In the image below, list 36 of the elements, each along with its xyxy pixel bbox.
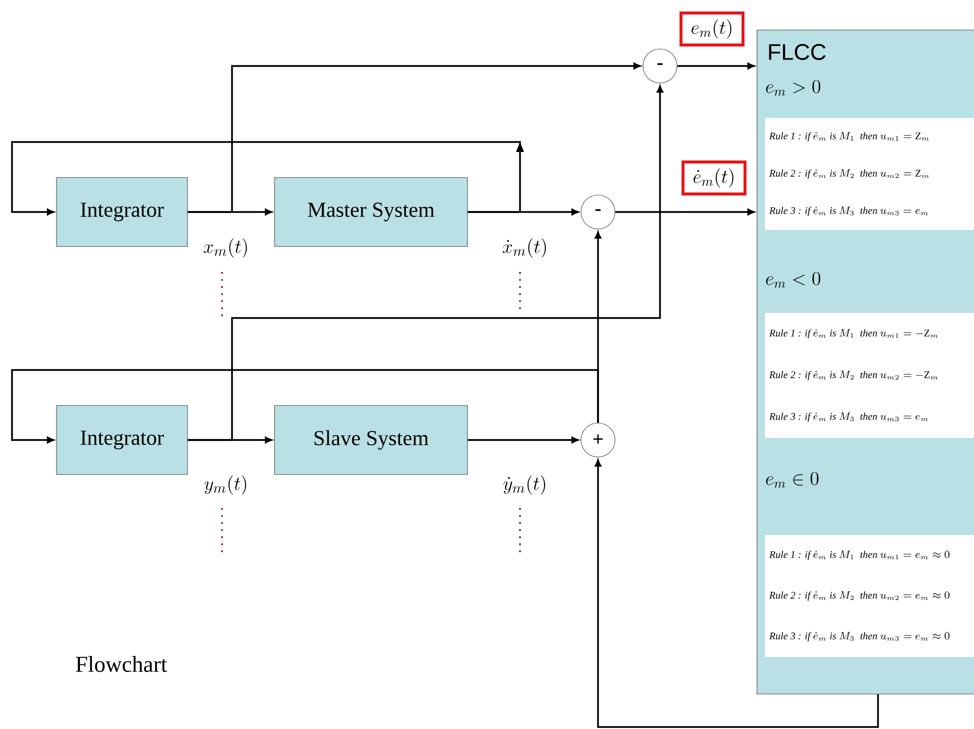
summing-junction: - xyxy=(642,48,678,84)
rule-text: $\textit{Rule 3 : if}\ \dot{e}_m\ \textit{is}\ M_3\ \ \textit{then}\ u_{m3} = e_m \approx 0$ xyxy=(769,632,950,642)
process-box: Integrator xyxy=(56,177,188,247)
arrow xyxy=(188,86,664,441)
condition-label: $e_m \in 0$ xyxy=(766,472,818,488)
arrow xyxy=(677,62,754,70)
process-box: Integrator xyxy=(56,405,188,475)
arrow xyxy=(11,369,599,444)
summing-junction: + xyxy=(580,422,616,458)
rule-text: $\textit{Rule 2 : if}\ \dot{e}_m\ \textit{is}\ M_2\ \ \textit{then}\ u_{m2} = -\mathrm{Z}_m$ xyxy=(769,370,938,380)
signal-label: $\dot{e}_m(t)$ xyxy=(682,160,746,196)
summing-junction: - xyxy=(580,194,616,230)
rule-text: $\textit{Rule 3 : if}\ \dot{e}_m\ \textit{is}\ M_3\ \ \textit{then}\ u_{m3} = e_m$ xyxy=(769,412,928,422)
signal-label: $\dot{x}_m(t)$ xyxy=(502,238,546,258)
rule-text: $\textit{Rule 1 : if}\ \dot{e}_m\ \textit{is}\ M_1\ \ \textit{then}\ u_{m1} = -\mathrm{Z}_m$ xyxy=(769,329,938,339)
rule-text: $\textit{Rule 1 : if}\ \dot{e}_m\ \textit{is}\ M_1\ \ \textit{then}\ u_{m1} = e_m \approx 0$ xyxy=(769,550,950,560)
arrow xyxy=(468,208,578,216)
rule-text: $\textit{Rule 1 : if}\ \dot{e}_m\ \textit{is}\ M_1\ \ \textit{then}\ u_{m1} = \mathrm{Z}_m$ xyxy=(769,132,929,142)
caption-text: Flowchart xyxy=(76,656,168,672)
signal-label: $\dot{y}_m(t)$ xyxy=(504,475,546,495)
process-box: Master System xyxy=(274,177,468,247)
arrow xyxy=(188,62,640,213)
signal-label: $y_m(t)$ xyxy=(204,475,246,495)
signal-label: $e_m(t)$ xyxy=(680,12,744,46)
rule-text: $\textit{Rule 3 : if}\ \dot{e}_m\ \textit{is}\ M_3\ \ \textit{then}\ u_{m3} = e_m$ xyxy=(769,206,928,216)
rule-text: $\textit{Rule 2 : if}\ \dot{e}_m\ \textit{is}\ M_2\ \ \textit{then}\ u_{m2} = \mathrm{Z}_m$ xyxy=(769,169,929,179)
condition-label: $e_m < 0$ xyxy=(766,272,820,288)
process-box: Slave System xyxy=(274,405,468,475)
arrow xyxy=(594,460,879,728)
signal-label: $x_m(t)$ xyxy=(204,238,247,258)
arrow xyxy=(615,208,754,216)
panel-title: FLCC xyxy=(769,44,826,60)
arrow xyxy=(468,436,578,444)
arrow xyxy=(11,141,524,216)
rule-text: $\textit{Rule 2 : if}\ \dot{e}_m\ \textit{is}\ M_2\ \ \textit{then}\ u_{m2} = e_m \approx 0$ xyxy=(769,591,950,601)
condition-label: $e_m > 0$ xyxy=(766,80,820,96)
